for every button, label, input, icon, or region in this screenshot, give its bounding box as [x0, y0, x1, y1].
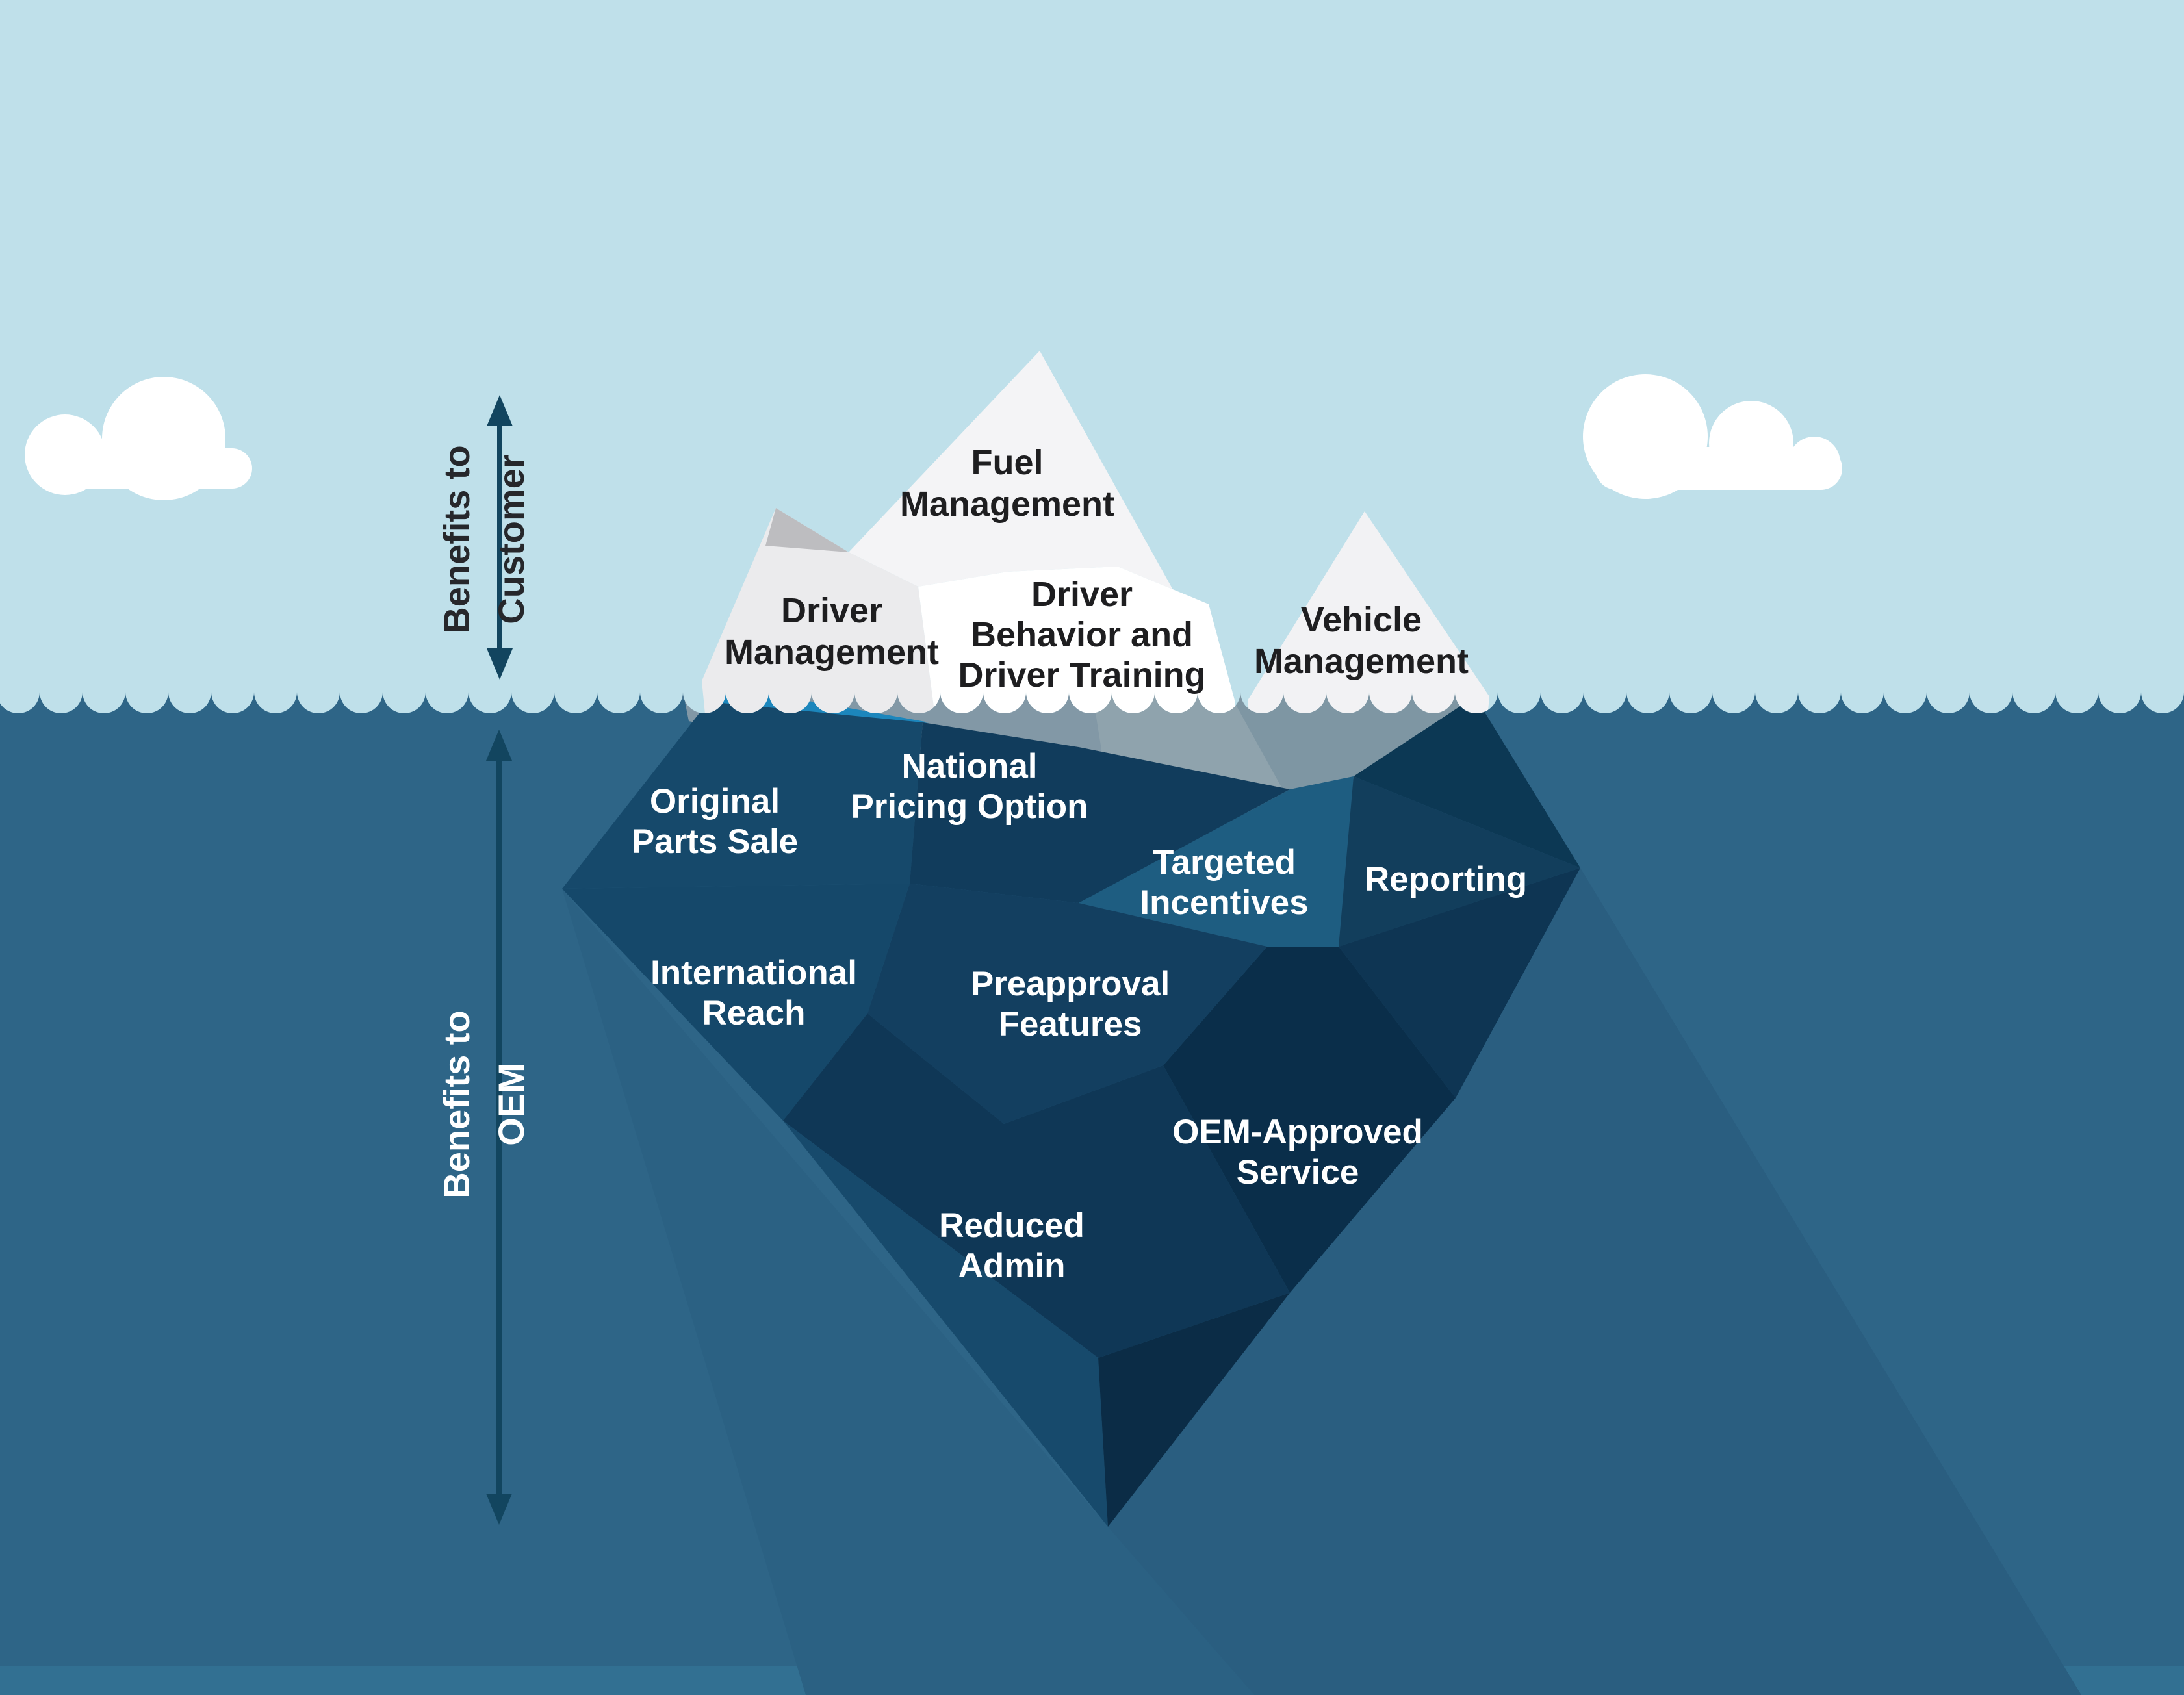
label-international-reach-line1: International [650, 954, 857, 992]
facet-bottom-right-sliver [1098, 1293, 1290, 1527]
label-oem-approved-line1: OEM-Approved [1172, 1113, 1423, 1151]
label-reduced-admin-line1: Reduced [939, 1206, 1085, 1245]
facet-reporting [1339, 776, 1580, 947]
facet-international-reach [562, 884, 910, 1121]
label-reporting: Reporting [1365, 860, 1527, 898]
label-driver-behavior-line1: Driver [1031, 575, 1133, 614]
facet-preapproval-features [867, 884, 1267, 1124]
above-water-labels: Fuel Management Driver Management Driver… [725, 443, 1469, 695]
label-driver-mgmt-line2: Management [725, 633, 939, 672]
label-fuel-line1: Fuel [971, 443, 1043, 482]
label-original-parts-line2: Parts Sale [632, 822, 798, 861]
label-national-pricing-line1: National [901, 747, 1037, 785]
oem-arrow-head-down-icon [486, 1494, 512, 1525]
oem-arrow-head-up-icon [486, 730, 512, 761]
facet-reduced-admin [783, 1013, 1290, 1358]
label-driver-behavior-line3: Driver Training [958, 656, 1205, 695]
cloud-right [1583, 374, 1842, 499]
customer-axis-label-line1: Benefits to [436, 445, 477, 633]
label-vehicle-line1: Vehicle [1301, 600, 1422, 639]
above-water-scene: Fuel Management Driver Management Driver… [0, 0, 2184, 713]
label-preapproval-line1: Preapproval [971, 965, 1170, 1003]
label-reduced-admin-line2: Admin [958, 1247, 1066, 1285]
customer-arrow-head-up-icon [487, 395, 513, 426]
label-targeted-incentives-line2: Incentives [1140, 884, 1308, 922]
berg-left-face [702, 508, 939, 713]
label-international-reach-line2: Reach [702, 994, 805, 1032]
iceberg-shadow-right [1108, 868, 2081, 1695]
facet-north-dark [1354, 696, 1580, 868]
facet-oem-approved-service [1163, 947, 1456, 1293]
berg-right-peak [1248, 511, 1489, 713]
label-driver-behavior-line2: Behavior and [971, 615, 1193, 654]
customer-axis-label-line2: Customer [491, 454, 532, 624]
underwater-labels: National Pricing Option Original Parts S… [632, 747, 1527, 1285]
label-preapproval-line2: Features [999, 1005, 1142, 1043]
benefits-to-oem-axis: Benefits to OEM [436, 730, 532, 1525]
label-driver-mgmt-line1: Driver [781, 591, 882, 630]
label-national-pricing-line2: Pricing Option [851, 787, 1088, 826]
benefits-to-customer-axis: Benefits to Customer [436, 395, 532, 680]
facet-targeted-incentives [1079, 776, 1354, 947]
berg-gray-triangle [765, 508, 849, 552]
customer-arrow-head-down-icon [487, 648, 513, 680]
iceberg-shadow-left [562, 889, 1254, 1695]
facet-bottom-left-sliver [783, 1121, 1108, 1527]
cloud-right-base [1595, 447, 1842, 490]
facet-southeast-sliver [1339, 868, 1580, 1098]
label-fuel-line2: Management [900, 485, 1114, 524]
label-targeted-incentives-line1: Targeted [1153, 843, 1296, 882]
label-vehicle-line2: Management [1254, 642, 1469, 681]
label-original-parts-line1: Original [650, 782, 780, 821]
cloud-left-base [44, 448, 252, 489]
oem-axis-label-line2: OEM [491, 1063, 532, 1146]
berg-main-peak [849, 351, 1235, 700]
label-oem-approved-line2: Service [1237, 1153, 1359, 1192]
berg-front-face [918, 567, 1238, 713]
facet-original-parts-sale [562, 702, 923, 889]
cloud-left [25, 377, 252, 500]
facet-national-pricing-option [910, 722, 1290, 903]
submerged-gray-band-right [1227, 689, 1491, 802]
oem-axis-label-line1: Benefits to [436, 1010, 477, 1198]
